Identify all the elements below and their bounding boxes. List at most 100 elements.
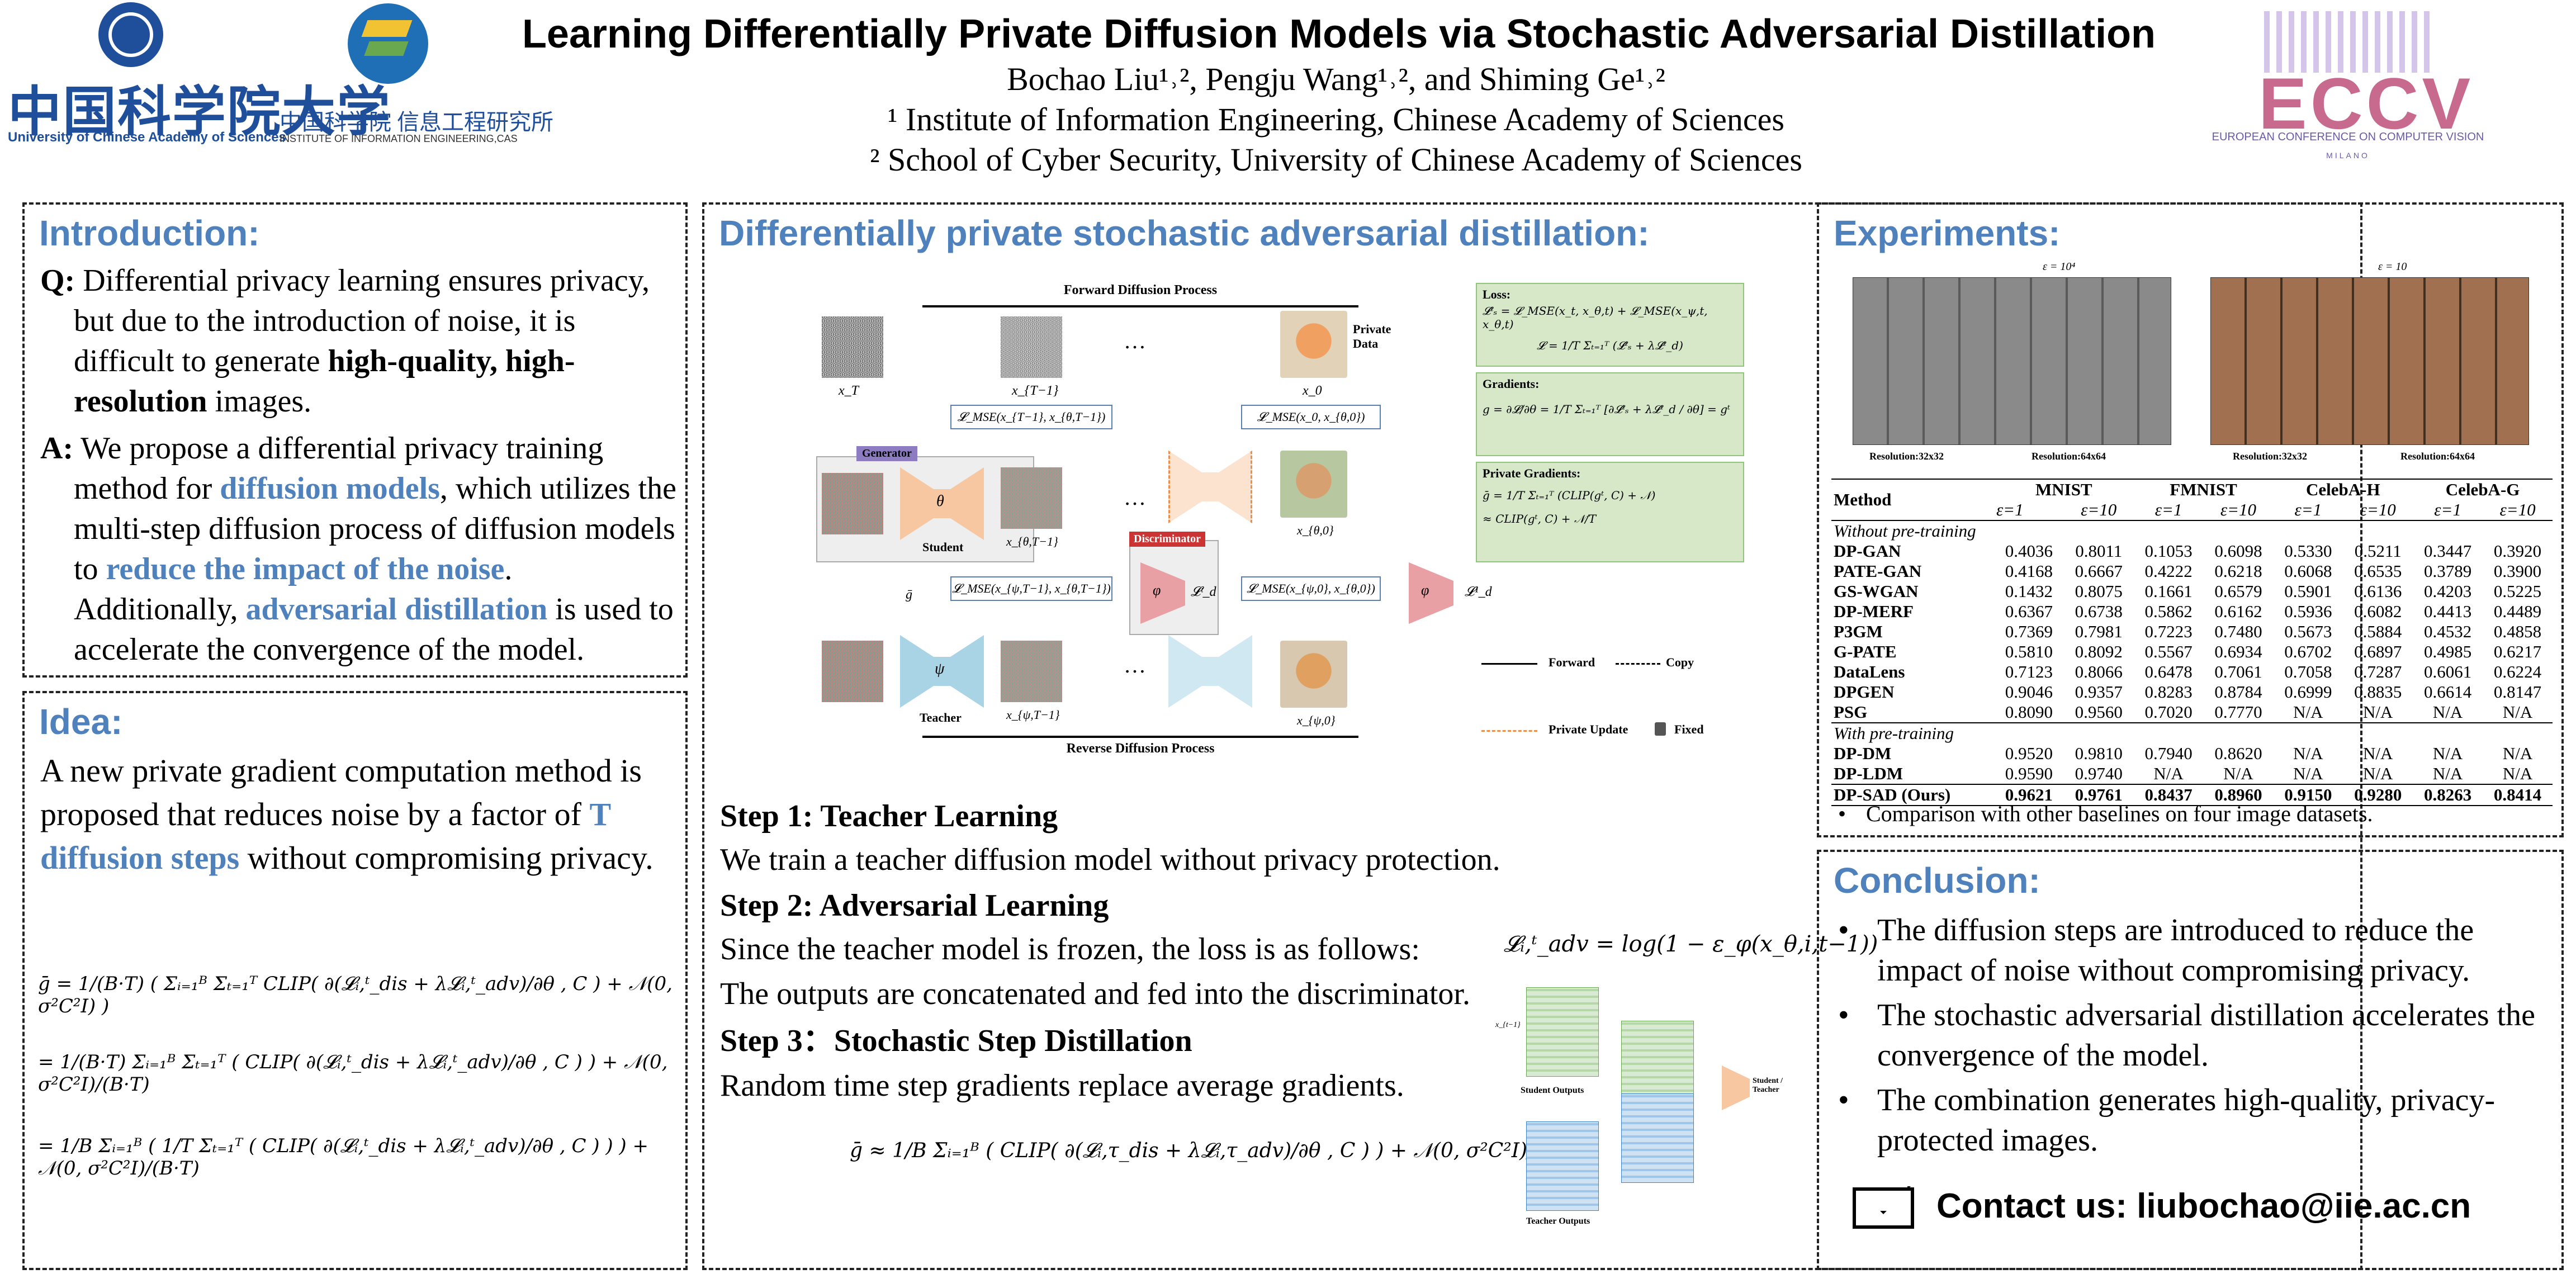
- score-cell: 0.6217: [2493, 642, 2542, 661]
- score-cell: 0.1053: [2144, 541, 2193, 561]
- poster-title: Learning Differentially Private Diffusio…: [522, 12, 2156, 56]
- score-cell: 0.9280: [2354, 785, 2402, 804]
- score-cell: 0.8283: [2144, 682, 2193, 702]
- score-cell: 0.9560: [2075, 702, 2123, 722]
- conclusion-bullet-3: •The combination generates high-quality,…: [1838, 1083, 2496, 1158]
- student-output-x0: [1280, 451, 1347, 518]
- legend-private-update: Private Update: [1549, 722, 1628, 736]
- loss-ld1: 𝓛¹_d: [1465, 585, 1492, 599]
- student-copy-model: [1168, 451, 1252, 523]
- score-cell: N/A: [2223, 764, 2253, 783]
- teacher-copy-model: [1168, 635, 1252, 708]
- idea-equation-3: = 1/B Σᵢ₌₁ᴮ ( 1/T Σₜ₌₁ᵀ ( CLIP( ∂(𝓛ᵢ,ᵗ_d…: [38, 1135, 648, 1180]
- score-cell: 0.5901: [2284, 581, 2332, 601]
- dots-2: …: [1124, 485, 1146, 510]
- score-cell: 0.8263: [2424, 785, 2472, 804]
- score-cell: 0.5567: [2144, 642, 2193, 661]
- score-cell: 0.4532: [2424, 622, 2472, 641]
- th-eps: ε=1: [2294, 500, 2322, 519]
- score-cell: 0.9761: [2075, 785, 2123, 804]
- score-cell: 0.8414: [2493, 785, 2542, 804]
- score-cell: 0.4489: [2493, 602, 2542, 621]
- score-cell: N/A: [2363, 764, 2393, 783]
- mse-box-3: 𝓛_MSE(x_{ψ,T−1}, x_{θ,T−1}): [950, 576, 1112, 601]
- student-theta: θ: [936, 493, 944, 510]
- score-cell: 0.8835: [2354, 682, 2402, 702]
- mse-box-1: 𝓛_MSE(x_{T−1}, x_{θ,T−1}): [950, 405, 1112, 429]
- step3-text: Random time step gradients replace avera…: [720, 1068, 1404, 1103]
- authors: Bochao Liu¹˒², Pengju Wang¹˒², and Shimi…: [1007, 61, 1665, 97]
- score-cell: N/A: [2432, 744, 2463, 763]
- score-cell: 0.6068: [2284, 561, 2332, 581]
- affiliation-2: ² School of Cyber Security, University o…: [870, 141, 1802, 178]
- loss-panel-eq2: 𝓛 = 1/T Σₜ₌₁ᵀ (𝓛ᵗₛ + λ𝓛ᵗ_d): [1537, 339, 1683, 352]
- xt1-label: x_{t−1}: [1495, 1021, 1521, 1029]
- score-cell: 0.8066: [2075, 662, 2123, 681]
- score-cell: 0.7058: [2284, 662, 2332, 681]
- score-cell: 0.7480: [2214, 622, 2262, 641]
- discriminator-label: Discriminator: [1129, 532, 1205, 547]
- score-cell: 0.8090: [2005, 702, 2053, 722]
- score-cell: 0.9621: [2005, 785, 2053, 804]
- idea-equation-2: = 1/(B·T) Σᵢ₌₁ᴮ Σₜ₌₁ᵀ ( CLIP( ∂(𝓛ᵢ,ᵗ_dis…: [38, 1051, 668, 1096]
- loss-panel-label: Loss:: [1483, 287, 1511, 301]
- method-name-cell: PSG: [1834, 702, 1868, 722]
- score-cell: N/A: [2293, 702, 2323, 722]
- score-cell: 0.6934: [2214, 642, 2262, 661]
- ucas-name-en: University of Chinese Academy of Science…: [8, 130, 286, 145]
- label-x0: x_0: [1303, 383, 1322, 398]
- score-cell: 0.9740: [2075, 764, 2123, 783]
- mse-box-4: 𝓛_MSE(x_{ψ,0}, x_{θ,0}): [1241, 576, 1381, 601]
- score-cell: 0.6738: [2075, 602, 2123, 621]
- student-label: Student: [922, 540, 964, 554]
- method-name-cell: DP-SAD (Ours): [1834, 785, 1951, 804]
- samples-grid-left: [1853, 277, 2171, 445]
- score-cell: 0.6061: [2424, 662, 2472, 681]
- th-eps: ε=10: [2360, 500, 2396, 519]
- conclusion-title: Conclusion:: [1834, 860, 2040, 901]
- eps-high-label: ε = 10⁴: [2043, 261, 2076, 273]
- results-table: Method MNIST FMNIST CelebA-H CelebA-G ε=…: [1831, 479, 2553, 806]
- score-cell: N/A: [2153, 764, 2184, 783]
- score-cell: 0.6535: [2354, 561, 2402, 581]
- legend-copy-line: [1616, 663, 1660, 665]
- legend-fixed: Fixed: [1674, 722, 1704, 736]
- th-method: Method: [1834, 490, 1892, 509]
- method-name-cell: DP-MERF: [1834, 602, 1914, 621]
- legend-private-line: [1481, 730, 1537, 732]
- score-cell: N/A: [2502, 702, 2533, 722]
- gbar-label: ḡ: [906, 588, 912, 602]
- iie-name-cn: 中国科学院 信息工程研究所: [280, 110, 553, 135]
- idea-title: Idea:: [39, 702, 123, 742]
- reverse-arrow: [922, 736, 1358, 738]
- dots-1: …: [1124, 328, 1146, 353]
- legend-forward-line: [1481, 663, 1537, 665]
- score-cell: 0.4203: [2424, 581, 2472, 601]
- res-label-3: Resolution:32x32: [2233, 451, 2308, 462]
- th-eps: ε=10: [2220, 500, 2257, 519]
- student-outputs-label: Student Outputs: [1521, 1086, 1584, 1095]
- score-cell: 0.6224: [2493, 662, 2542, 681]
- method-name-cell: PATE-GAN: [1834, 561, 1922, 581]
- reverse-diffusion-label: Reverse Diffusion Process: [1066, 741, 1215, 756]
- intro-answer: A: We propose a differential privacy tra…: [40, 431, 676, 667]
- score-cell: 0.7223: [2144, 622, 2193, 641]
- eccv-wordmark: ECCV: [2258, 63, 2474, 144]
- experiments-panel: Experiments: ε = 10⁴ ε = 10 Resolution:3…: [1817, 202, 2564, 837]
- intro-question: Q: Differential privacy learning ensures…: [40, 263, 650, 419]
- private-gradients-eq2: ≈ CLIP(gᵗ, C) + 𝒩/T: [1483, 512, 1597, 525]
- envelope-icon: [1853, 1186, 1914, 1229]
- label-xT: x_T: [839, 383, 859, 398]
- th-eps: ε=1: [1996, 500, 2024, 519]
- step3-title: Step 3：Stochastic Step Distillation: [720, 1024, 1192, 1058]
- score-cell: 0.8075: [2075, 581, 2123, 601]
- score-cell: 0.8620: [2214, 744, 2262, 763]
- conclusion-bullet-2: •The stochastic adversarial distillation…: [1838, 998, 2536, 1073]
- score-cell: 0.7369: [2005, 622, 2053, 641]
- loss-panel: Loss: 𝓛ᵗₛ = 𝓛_MSE(x_t, x_θ,t) + 𝓛_MSE(x_…: [1476, 283, 1744, 367]
